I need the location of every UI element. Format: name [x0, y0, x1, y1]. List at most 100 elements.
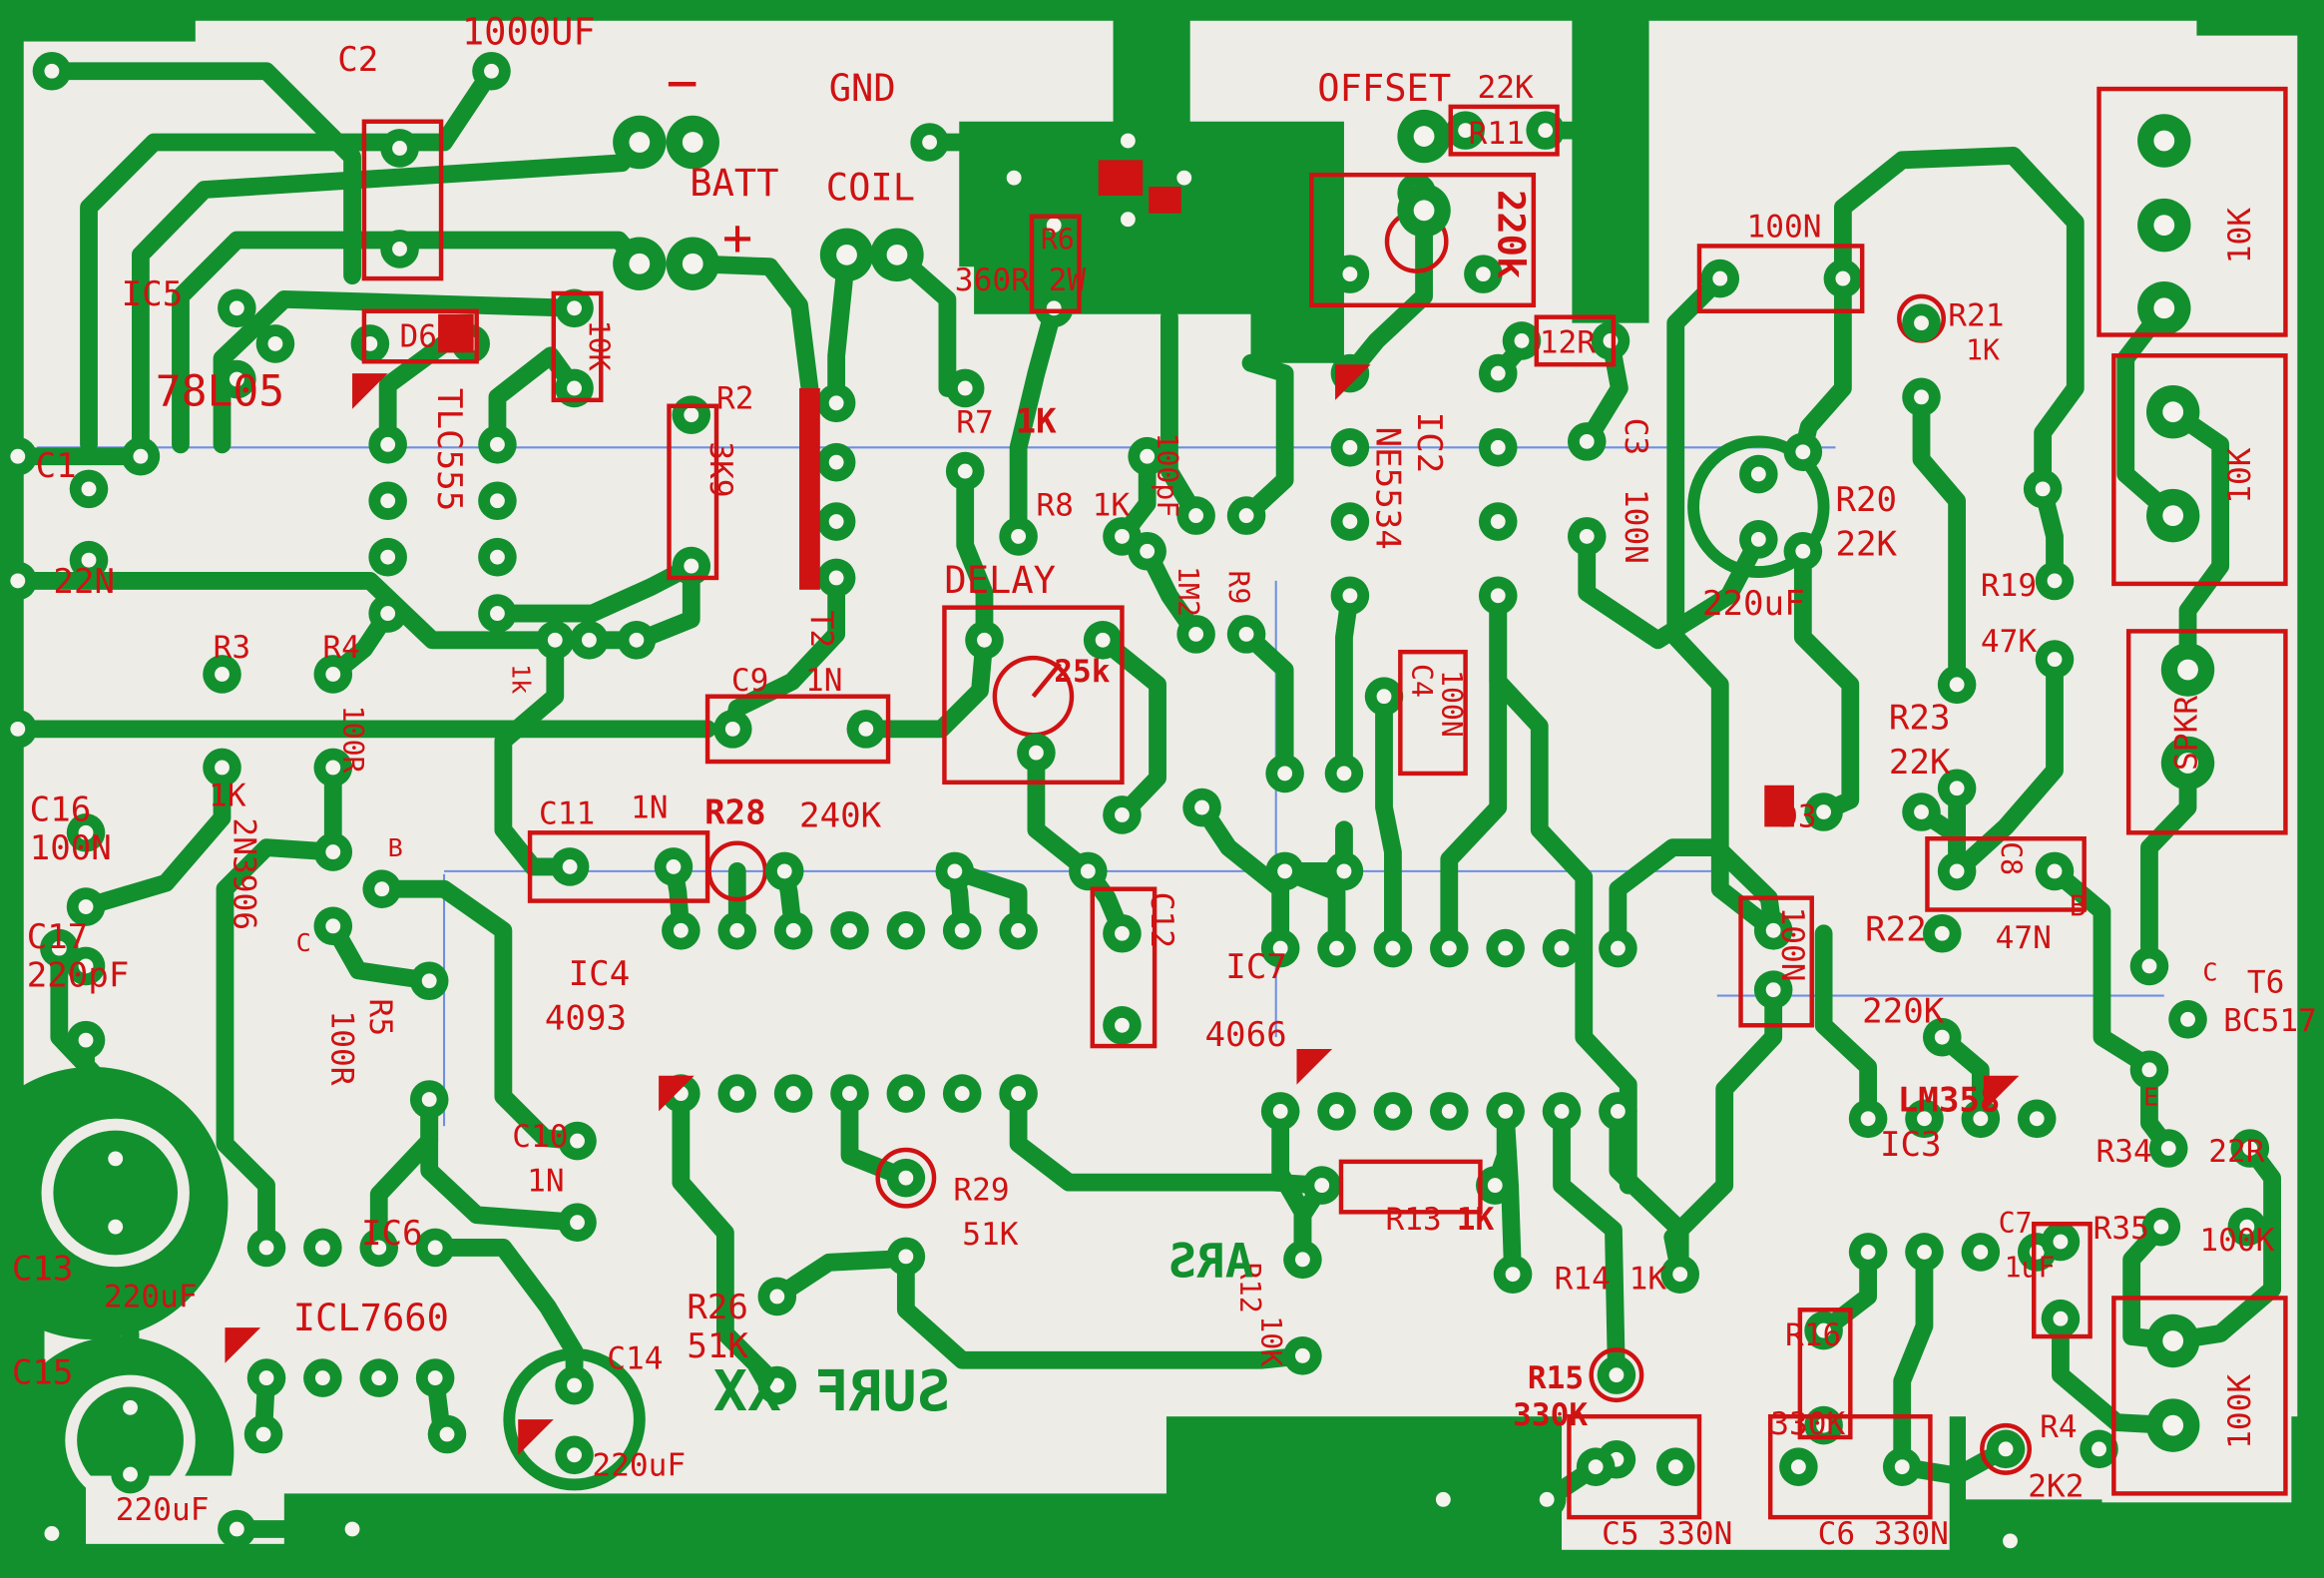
pad-hole: [1385, 940, 1401, 956]
pad-hole: [1329, 940, 1344, 956]
pad-hole: [81, 481, 97, 497]
pin1-mark: [352, 373, 388, 409]
pad-hole: [1750, 466, 1766, 482]
pad-hole: [1342, 514, 1358, 529]
pad-hole: [1498, 940, 1514, 956]
pad-hole: [490, 606, 505, 622]
pad-hole: [380, 436, 396, 452]
copper-trace: [488, 346, 584, 454]
pad-hole: [1610, 1103, 1626, 1119]
silkscreen-label: 51K: [962, 1217, 1018, 1253]
silkscreen-label: 100N: [1746, 210, 1821, 246]
pad-hole: [44, 1526, 60, 1541]
pad-hole: [215, 760, 230, 776]
silkscreen-label: C15: [12, 1353, 74, 1393]
pad-hole: [1277, 766, 1293, 782]
silkscreen-label: R21: [1948, 298, 2004, 334]
pad-hole: [1194, 799, 1209, 815]
pad-hole: [1475, 266, 1491, 282]
pin1-mark: [659, 1075, 695, 1112]
pad-hole: [78, 899, 94, 914]
silkscreen-label: R11: [1469, 116, 1525, 152]
silkscreen-label: 78L05: [156, 367, 284, 417]
silkscreen-label: 10K: [2222, 447, 2258, 504]
silkscreen-label: SPKR: [2168, 696, 2204, 771]
silkscreen-label: 1k: [506, 664, 535, 694]
silkscreen-label: R2: [716, 381, 754, 417]
copper-pour: [1572, 0, 1649, 323]
pad-hole: [229, 371, 244, 387]
pad-hole: [1080, 863, 1096, 879]
component-outline: [1338, 1159, 1483, 1215]
pad-hole: [776, 863, 792, 879]
silkscreen-label: E: [2143, 1082, 2158, 1111]
pad-hole: [325, 667, 341, 682]
pad-hole: [380, 549, 396, 565]
pad-hole: [314, 1370, 330, 1386]
silkscreen-label: D6: [400, 318, 438, 354]
component-outline: [1767, 1413, 1933, 1520]
silkscreen-label: 4066: [1205, 1015, 1287, 1055]
pad-hole: [1188, 508, 1204, 524]
pad-hole: [1514, 333, 1530, 348]
pad-hole: [957, 463, 973, 479]
pad-hole: [898, 922, 914, 938]
copper-trace: [1578, 527, 1768, 650]
pad-hole: [785, 1086, 801, 1101]
pad-hole: [898, 1170, 914, 1186]
copper-text: SURF XX: [713, 1359, 951, 1424]
pad-hole: [629, 632, 645, 648]
silkscreen-label: T6: [2247, 965, 2285, 1001]
pad-hole: [684, 558, 699, 574]
pad-hole: [1765, 922, 1781, 938]
pin1-mark: [518, 1419, 554, 1455]
copper-trace: [1814, 924, 1878, 1128]
silkscreen-label: 25k: [1054, 654, 1110, 690]
pad-hole: [1011, 922, 1027, 938]
copper-trace: [80, 62, 501, 454]
pad-hole: [2047, 863, 2063, 879]
component-outline: [667, 403, 719, 581]
silkscreen-label: 220uF: [592, 1448, 686, 1484]
pad-hole: [2180, 1011, 2195, 1027]
silkscreen-label: R4: [2040, 1409, 2078, 1445]
silkscreen-label: T2: [803, 611, 839, 649]
pad-hole: [828, 570, 844, 586]
pad-hole: [898, 1086, 914, 1101]
silkscreen-label: R28: [704, 792, 766, 832]
silkscreen-label: BATT: [690, 162, 778, 205]
pads: [0, 51, 2270, 1561]
silkscreen-label: +: [722, 208, 752, 266]
copper-trace: [420, 1090, 587, 1232]
silkscreen-label: 1K: [1457, 1202, 1495, 1238]
pad-hole: [724, 721, 740, 737]
silkscreen-label: R22: [1865, 910, 1927, 950]
copper-trace: [1793, 542, 1860, 821]
silkscreen-label: IC7: [1225, 947, 1287, 987]
pad-hole: [1342, 266, 1358, 282]
pot-wiper-mark: [1031, 662, 1062, 699]
copper-trace: [488, 557, 700, 623]
pad-hole: [1712, 270, 1728, 286]
pad-hole: [1816, 1322, 1832, 1338]
silkscreen-label: 100K: [2222, 1374, 2258, 1449]
pad-hole: [769, 1377, 785, 1393]
silkscreen-label: R16: [1785, 1317, 1841, 1353]
pad-hole: [673, 922, 689, 938]
silkscreen-label: 4093: [545, 999, 627, 1039]
component-outline: [1797, 1308, 1853, 1440]
polarity-mark: [438, 313, 474, 353]
silkscreen-label: 1N: [527, 1164, 565, 1200]
silkscreen-label: LM358: [1898, 1080, 2001, 1120]
pad-hole: [2141, 958, 2157, 974]
polarity-mark: [1149, 187, 1181, 214]
pad-hole: [267, 335, 283, 351]
silkscreen-label: R4: [322, 630, 360, 666]
pad-hole: [78, 1032, 94, 1048]
silkscreen-ring: [1980, 1422, 2033, 1475]
pad-hole: [2177, 753, 2198, 774]
pad-hole: [858, 721, 874, 737]
pad-hole: [2177, 659, 2198, 681]
copper-trace: [369, 1090, 439, 1257]
